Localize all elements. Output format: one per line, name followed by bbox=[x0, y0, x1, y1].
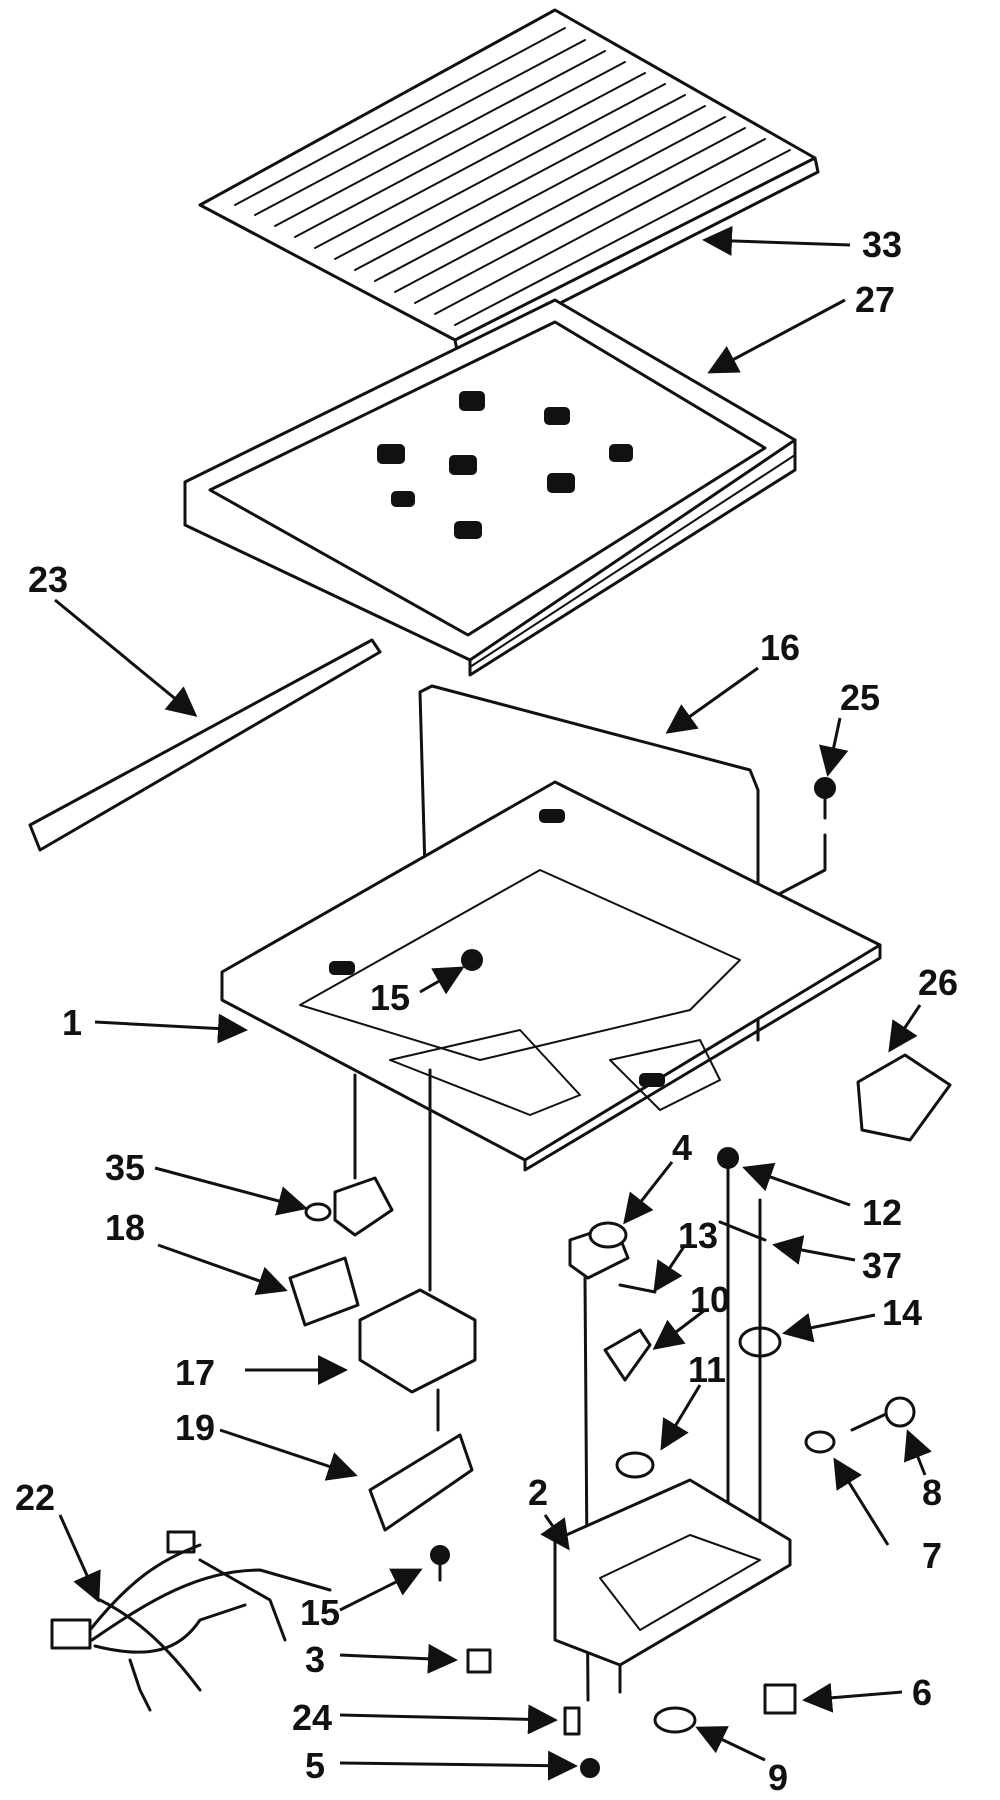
wire-harness-part bbox=[50, 1530, 332, 1712]
callout-37: 37 bbox=[862, 1245, 902, 1286]
callout-labels: 33 27 23 16 25 1 15 26 35 4 12 18 13 37 … bbox=[15, 224, 958, 1798]
callout-8: 8 bbox=[922, 1472, 942, 1513]
callout-25: 25 bbox=[840, 677, 880, 718]
callout-15b: 15 bbox=[300, 1592, 340, 1633]
callout-16: 16 bbox=[760, 627, 800, 668]
callout-4: 4 bbox=[672, 1127, 692, 1168]
callout-11: 11 bbox=[688, 1349, 726, 1390]
capacitor-part bbox=[804, 1396, 916, 1454]
screw-part-24 bbox=[563, 1706, 581, 1736]
front-rail-part bbox=[28, 638, 382, 852]
screw-part-5 bbox=[580, 1758, 600, 1778]
callout-35: 35 bbox=[105, 1147, 145, 1188]
callout-17: 17 bbox=[175, 1352, 215, 1393]
small-parts-column bbox=[568, 1221, 657, 1702]
callout-19: 19 bbox=[175, 1407, 215, 1448]
leader-lines bbox=[54, 225, 932, 1781]
callout-9: 9 bbox=[768, 1757, 788, 1798]
callout-5: 5 bbox=[305, 1745, 325, 1786]
callout-12: 12 bbox=[862, 1192, 902, 1233]
foot-part-9 bbox=[653, 1706, 697, 1734]
callout-14: 14 bbox=[882, 1292, 922, 1333]
control-box-part bbox=[358, 1288, 477, 1394]
plug-part-6 bbox=[763, 1683, 797, 1715]
switch-part bbox=[288, 1256, 360, 1327]
screw-part-15-lower bbox=[430, 1545, 450, 1582]
shelf-grille-part bbox=[198, 8, 820, 357]
callout-6: 6 bbox=[912, 1672, 932, 1713]
damper-part bbox=[856, 1053, 952, 1142]
callout-7: 7 bbox=[922, 1535, 942, 1576]
screw-part-25 bbox=[756, 777, 836, 907]
shelf-frame-part bbox=[183, 298, 797, 677]
callout-13: 13 bbox=[678, 1215, 718, 1256]
screw-part-15-upper bbox=[461, 949, 483, 971]
housing-part bbox=[220, 780, 882, 1172]
callout-26: 26 bbox=[918, 962, 958, 1003]
base-tray-part bbox=[553, 1478, 792, 1694]
bracket-part bbox=[368, 1433, 474, 1532]
callout-1: 1 bbox=[62, 1002, 82, 1043]
callout-27: 27 bbox=[855, 279, 895, 320]
callout-18: 18 bbox=[105, 1207, 145, 1248]
callout-23: 23 bbox=[28, 559, 68, 600]
callout-3: 3 bbox=[305, 1639, 325, 1680]
callout-10: 10 bbox=[690, 1279, 730, 1320]
lamp-socket-part bbox=[304, 1176, 394, 1237]
grommet-part-3 bbox=[466, 1648, 492, 1674]
callout-24: 24 bbox=[292, 1697, 332, 1738]
callout-22: 22 bbox=[15, 1477, 55, 1518]
heater-wire-part bbox=[418, 684, 760, 1042]
callout-15a: 15 bbox=[370, 977, 410, 1018]
callout-2: 2 bbox=[528, 1472, 548, 1513]
callout-33: 33 bbox=[862, 224, 902, 265]
